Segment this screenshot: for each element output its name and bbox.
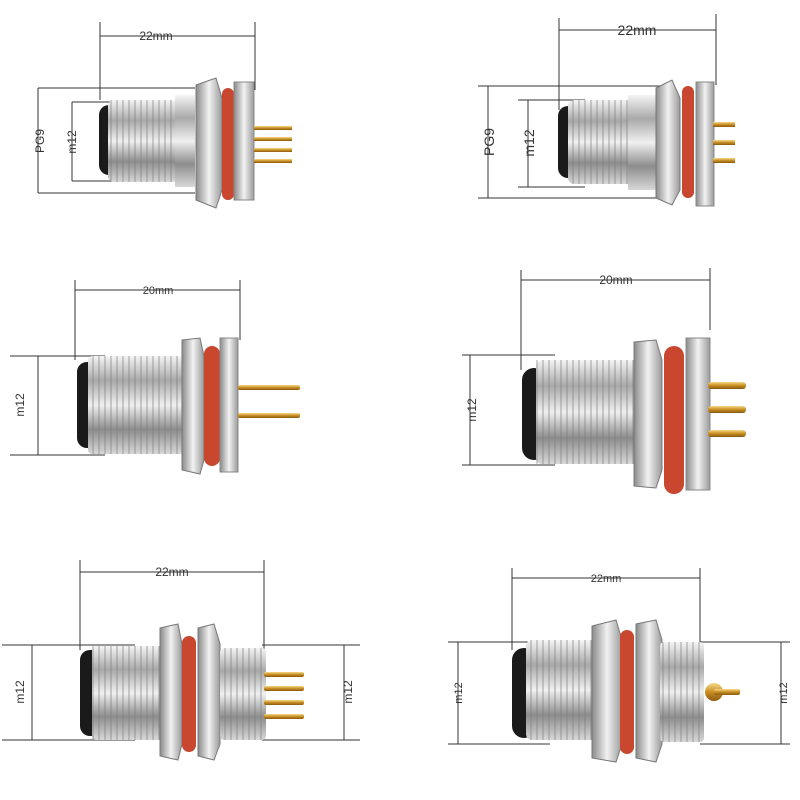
panel-4-width-label: 20mm	[599, 273, 632, 287]
connector-panel-5	[2, 560, 360, 761]
connector-panel-3	[10, 280, 300, 475]
panel-1-inner-label: m12	[65, 130, 79, 154]
panel-3-inner-label: m12	[13, 393, 27, 417]
panel-5-left-label: m12	[13, 680, 27, 704]
panel-1-width-label: 22mm	[139, 29, 172, 43]
connector-panel-4	[462, 268, 746, 494]
connector-panel-2	[478, 14, 735, 207]
connector-panel-6	[448, 568, 790, 763]
panel-1-outer-label: PG9	[33, 129, 47, 153]
panel-2-outer-label: PG9	[481, 128, 497, 156]
panel-5-right-label: m12	[341, 680, 355, 704]
panel-6-right-label: m12	[778, 682, 790, 703]
panel-3-width-label: 20mm	[143, 285, 174, 297]
panel-5-width-label: 22mm	[155, 565, 188, 579]
panel-2-inner-label: m12	[521, 129, 537, 156]
panel-6-width-label: 22mm	[591, 573, 622, 585]
panel-2-width-label: 22mm	[618, 22, 657, 38]
panel-4-inner-label: m12	[465, 398, 479, 422]
panel-6-left-label: m12	[453, 682, 465, 703]
connector-panel-1	[37, 22, 292, 209]
